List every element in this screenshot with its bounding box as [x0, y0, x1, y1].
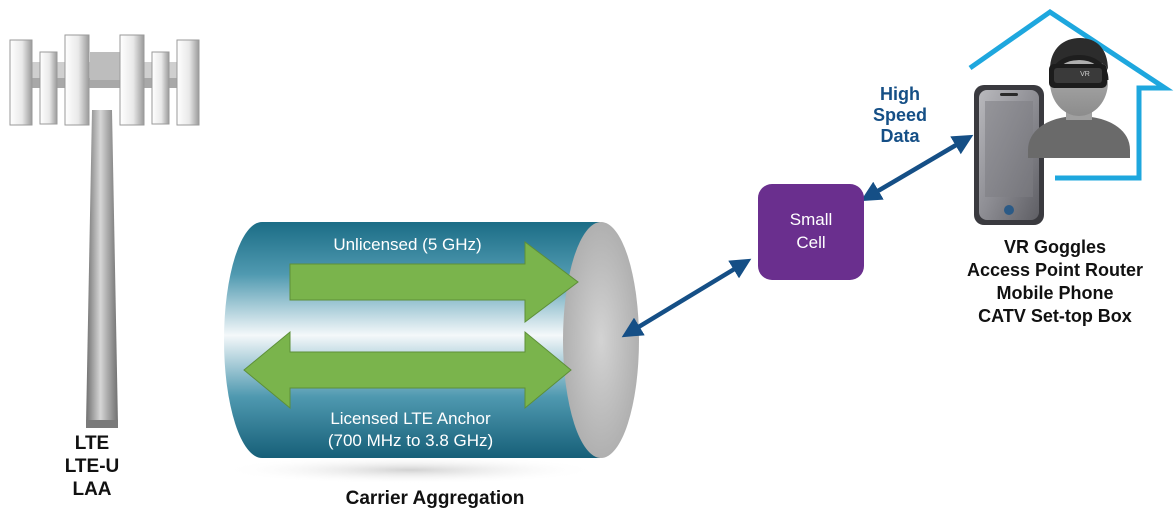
carrier-aggregation-caption: Carrier Aggregation — [345, 488, 525, 509]
small-cell-label: Small Cell — [758, 208, 864, 254]
device-labels: VR Goggles Access Point Router Mobile Ph… — [935, 236, 1175, 328]
unlicensed-arrow — [289, 240, 579, 324]
small-cell-label-line1: Small — [789, 210, 833, 229]
licensed-band-label-line1: Licensed LTE Anchor — [330, 409, 491, 428]
small-cell-box — [758, 184, 864, 280]
unlicensed-band-label: Unlicensed (5 GHz) — [333, 235, 482, 254]
pipe-end-cap — [563, 222, 639, 458]
device-label-vr-goggles: VR Goggles — [1003, 237, 1106, 257]
tower-technology-labels: LTE LTE-U LAA — [62, 432, 122, 501]
high-speed-data-line3: Data — [880, 126, 920, 146]
tower-label-lte-u: LTE-U — [64, 456, 120, 477]
device-label-access-point-router: Access Point Router — [966, 260, 1144, 280]
antenna-panels — [9, 34, 200, 126]
tower-label-lte: LTE — [74, 433, 110, 454]
device-label-mobile-phone: Mobile Phone — [996, 283, 1114, 303]
tower-pole — [86, 110, 118, 425]
small-cell-to-devices-arrow — [860, 134, 974, 202]
house-outline-icon — [968, 8, 1174, 181]
mobile-phone-icon — [974, 85, 1044, 225]
vr-tag: VR — [1080, 71, 1090, 78]
tower-label-laa: LAA — [72, 479, 112, 500]
licensed-double-arrow — [243, 330, 572, 410]
vr-user-icon — [1028, 38, 1130, 158]
high-speed-data-label: High Speed Data — [850, 84, 950, 147]
cell-tower-icon — [9, 34, 200, 428]
licensed-band-label-line2: (700 MHz to 3.8 GHz) — [327, 431, 494, 450]
high-speed-data-line2: Speed — [872, 105, 928, 125]
small-cell-label-line2: Cell — [796, 233, 826, 252]
device-label-catv-set-top-box: CATV Set-top Box — [978, 306, 1132, 326]
licensed-band-label: Licensed LTE Anchor (700 MHz to 3.8 GHz) — [278, 408, 543, 452]
pipe-to-small-cell-arrow — [621, 258, 752, 338]
high-speed-data-line1: High — [880, 84, 920, 104]
carrier-aggregation-pipe — [220, 222, 639, 484]
